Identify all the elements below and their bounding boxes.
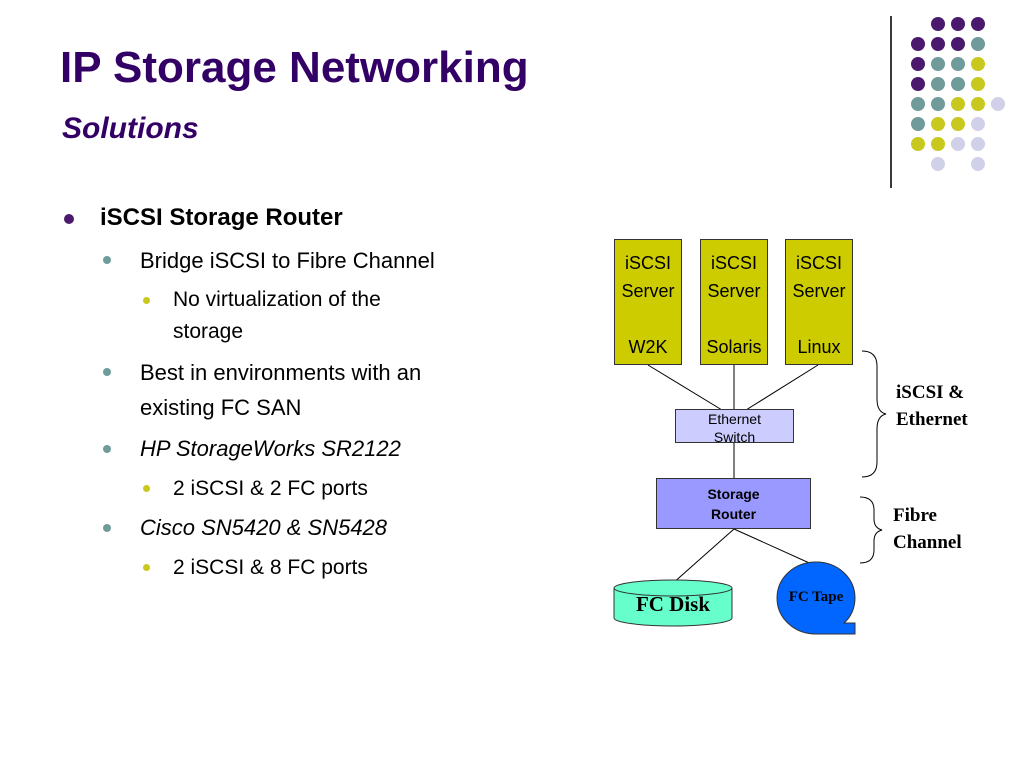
decorative-dot [971, 157, 985, 171]
server-os-label: W2K [628, 337, 668, 357]
decorative-dot [971, 117, 985, 131]
bullet-marker-l1 [64, 214, 74, 224]
decorative-dot [911, 137, 925, 151]
ethernet-switch: Ethernet Switch [675, 409, 794, 445]
fc-disk-label: FC Disk [635, 592, 711, 616]
server-os-label: Solaris [706, 337, 762, 357]
bullet-hp-ports: 2 iSCSI & 2 FC ports [173, 477, 368, 500]
link-w2k-switch [647, 364, 723, 411]
decorative-dot [951, 37, 965, 51]
decorative-dot [951, 57, 965, 71]
switch-label-line2: Switch [713, 429, 756, 445]
decorative-dot [911, 77, 925, 91]
server-label: iSCSI [624, 253, 671, 273]
decorative-dot [911, 97, 925, 111]
decorative-dot [931, 117, 945, 131]
decorative-dot [911, 117, 925, 131]
decorative-dot [951, 117, 965, 131]
fc-tape-label: FC Tape [788, 589, 844, 605]
decorative-dot [971, 97, 985, 111]
decorative-dot [931, 157, 945, 171]
bullet-best-environments-line1: Best in environments with an [140, 360, 422, 385]
bullet-marker-l3 [143, 564, 150, 571]
link-router-tape [733, 528, 817, 567]
decorative-dot [951, 17, 965, 31]
decorative-dot [951, 77, 965, 91]
brace-iscsi-ethernet [861, 350, 887, 478]
decorative-dot [971, 17, 985, 31]
link-linux-switch [745, 364, 819, 411]
decorative-dot [971, 37, 985, 51]
bullet-no-virtualization-line1: No virtualization of the [173, 288, 381, 311]
brace-label-line1: iSCSI & [896, 382, 965, 403]
server-label: iSCSI [795, 253, 842, 273]
bullet-marker-l2 [103, 368, 111, 376]
fc-tape-shape [776, 561, 856, 635]
router-label-line1: Storage [707, 486, 760, 502]
slide-subtitle: Solutions [62, 112, 199, 145]
switch-label-line1: Ethernet [708, 411, 761, 427]
fc-disk-shape [613, 579, 733, 627]
server-w2k: iSCSI Server W2K [614, 239, 682, 365]
brace-label-line1: Fibre [893, 505, 937, 526]
decorative-dot [931, 17, 945, 31]
decorative-dot [951, 97, 965, 111]
decorative-dot [931, 97, 945, 111]
brace-label-iscsi-ethernet: iSCSI & Ethernet [896, 379, 968, 433]
decorative-dot [971, 77, 985, 91]
bullet-best-environments-line2: existing FC SAN [140, 395, 302, 420]
storage-router: Storage Router [656, 478, 811, 529]
server-label: Server [621, 281, 675, 301]
server-solaris: iSCSI Server Solaris [700, 239, 768, 365]
decorative-dot [911, 57, 925, 71]
bullet-marker-l3 [143, 485, 150, 492]
brace-label-fibre-channel: Fibre Channel [893, 502, 962, 556]
brace-label-line2: Ethernet [896, 409, 968, 430]
server-label: iSCSI [710, 253, 757, 273]
bullet-cisco: Cisco SN5420 & SN5428 [140, 515, 388, 540]
decorative-dot [991, 97, 1005, 111]
decorative-dot [951, 137, 965, 151]
bullet-no-virtualization-line2: storage [173, 320, 244, 343]
bullet-marker-l2 [103, 445, 111, 453]
bullet-bridge: Bridge iSCSI to Fibre Channel [140, 248, 435, 273]
decorative-dot [931, 77, 945, 91]
decorative-dot [971, 57, 985, 71]
router-label-line2: Router [710, 506, 757, 522]
bullet-cisco-ports: 2 iSCSI & 8 FC ports [173, 556, 368, 579]
server-label: Server [707, 281, 761, 301]
bullet-marker-l3 [143, 297, 150, 304]
header-divider-line [890, 16, 892, 188]
decorative-dot [911, 37, 925, 51]
brace-label-line2: Channel [893, 532, 962, 553]
server-os-label: Linux [797, 337, 841, 357]
bullet-hp-storageworks: HP StorageWorks SR2122 [140, 436, 401, 461]
server-label: Server [792, 281, 846, 301]
slide-title: IP Storage Networking [60, 43, 529, 92]
decorative-dot [931, 37, 945, 51]
decorative-dot [931, 137, 945, 151]
bullet-marker-l2 [103, 256, 111, 264]
link-router-disk [671, 528, 735, 585]
bullet-iscsi-storage-router: iSCSI Storage Router [100, 204, 343, 231]
brace-fibre-channel [859, 496, 883, 564]
decorative-dot [931, 57, 945, 71]
server-linux: iSCSI Server Linux [785, 239, 853, 365]
bullet-list: iSCSI Storage Router Bridge iSCSI to Fib… [0, 0, 560, 600]
decorative-dot [971, 137, 985, 151]
bullet-marker-l2 [103, 524, 111, 532]
